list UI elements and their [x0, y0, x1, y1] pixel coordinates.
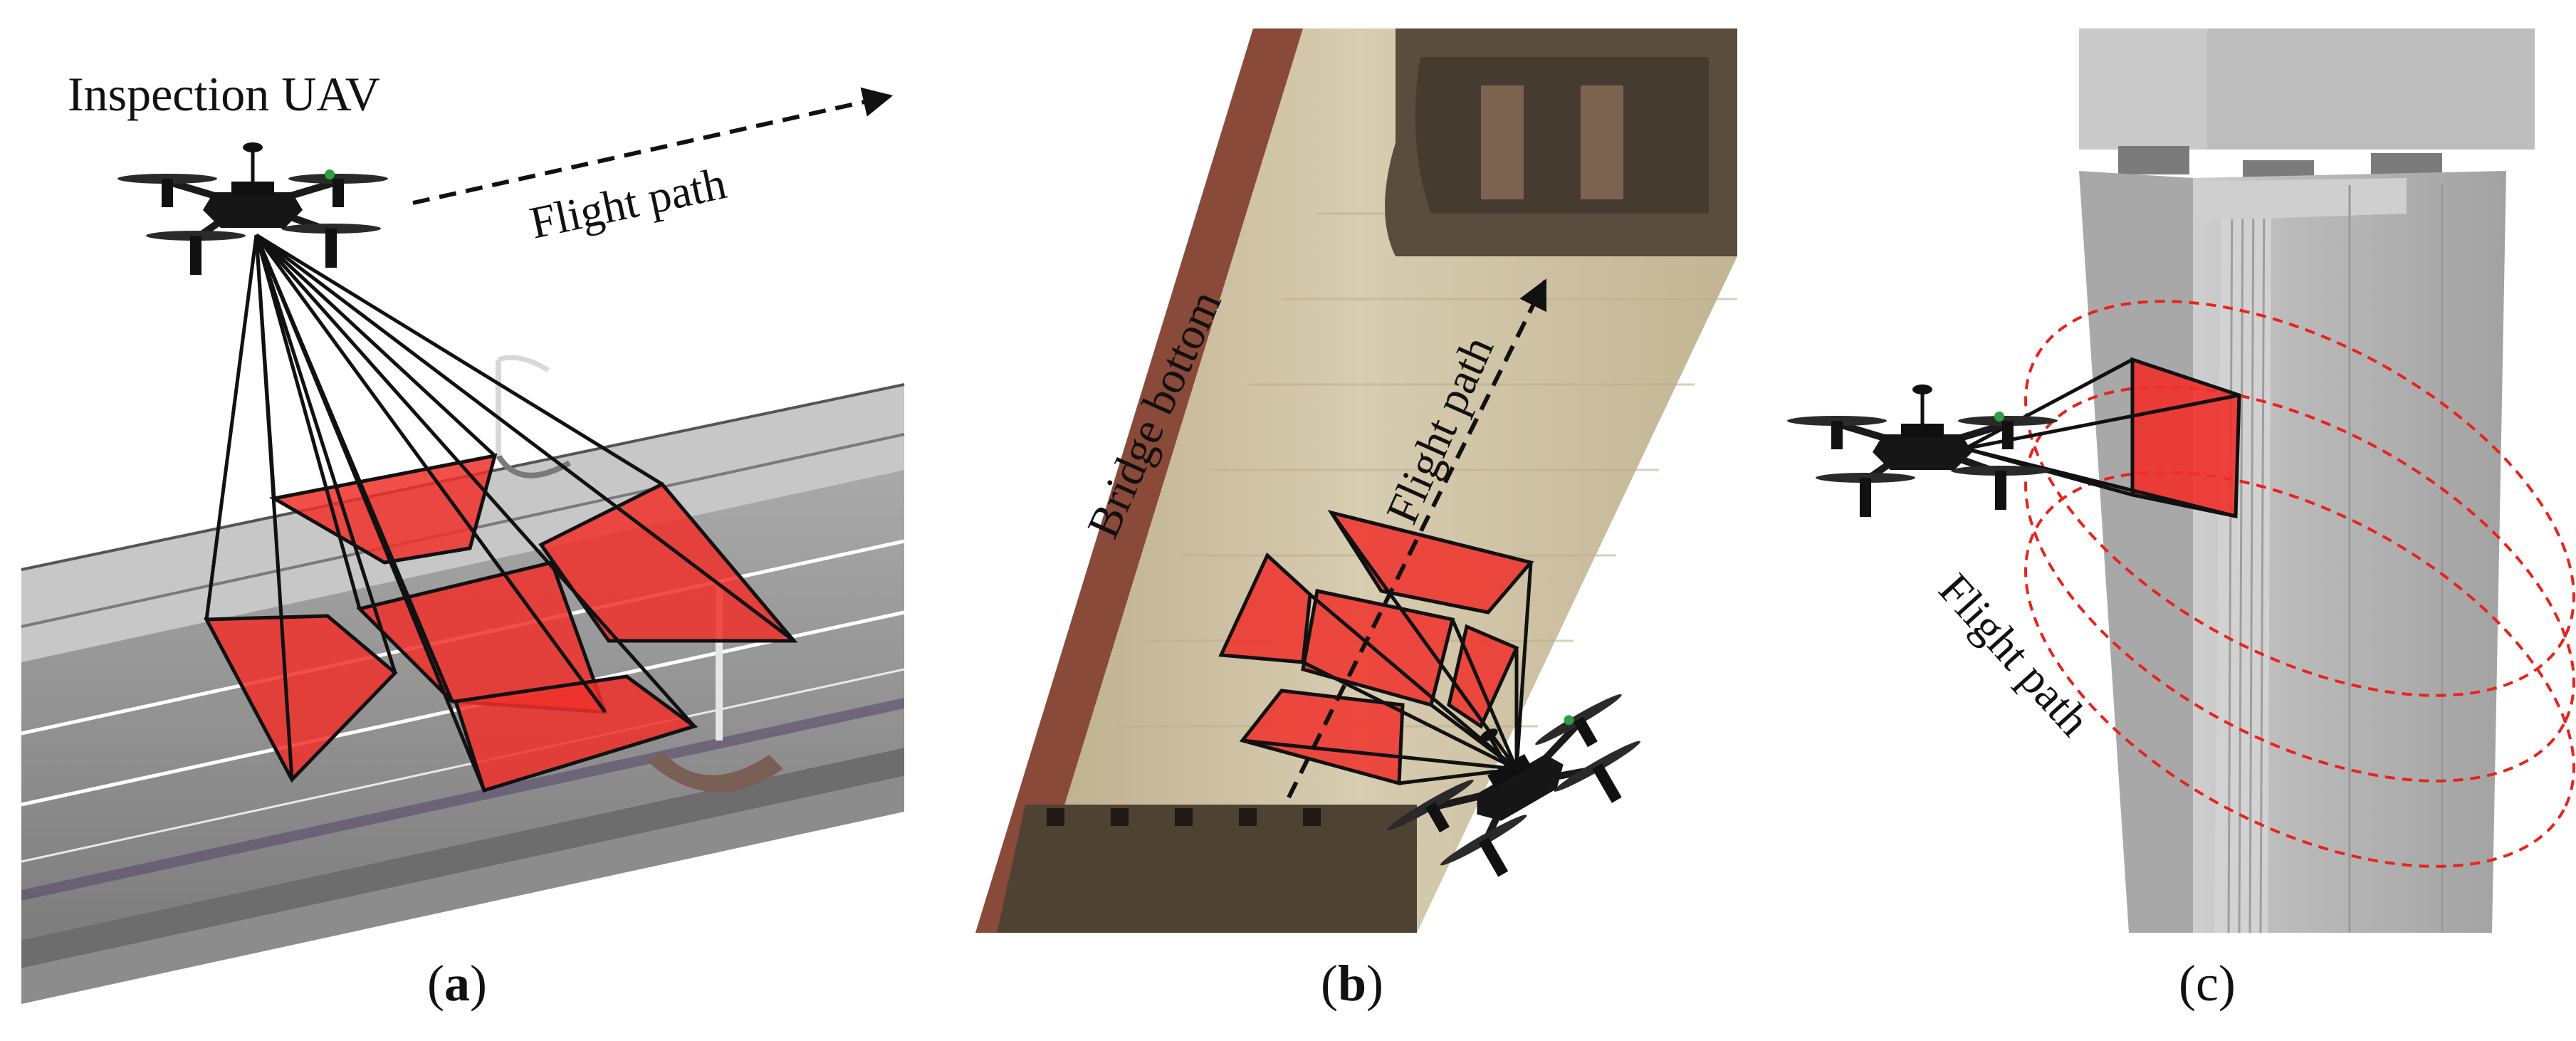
- caption-b-close: ): [1366, 955, 1384, 1012]
- bridge-edge: [975, 28, 1303, 933]
- panel-a: Inspection UAV Flight path: [21, 67, 905, 1004]
- panel-c: Flight path: [1787, 28, 2575, 933]
- panel-b: Bridge bottom Flight path: [975, 28, 1737, 933]
- caption-b: (b): [1321, 954, 1383, 1013]
- pier-cap: [997, 805, 1417, 933]
- flight-path-arrow-a: [412, 87, 894, 205]
- caption-c: (c): [2179, 954, 2236, 1013]
- flight-path-arrow-b: [1287, 278, 1547, 799]
- caption-a: (a): [427, 954, 487, 1013]
- caption-a-close: ): [469, 955, 487, 1012]
- inspection-uav-label: Inspection UAV: [68, 67, 380, 121]
- caption-a-letter: a: [444, 955, 470, 1012]
- caption-b-open: (: [1321, 955, 1338, 1012]
- flight-path-label-c: Flight path: [1930, 564, 2100, 746]
- camera-rays: [204, 233, 795, 791]
- caption-c-text: (c): [2179, 955, 2236, 1012]
- caption-b-letter: b: [1337, 955, 1367, 1012]
- flight-path-orbit: [2024, 300, 2575, 868]
- uav-icon-c: [1787, 385, 2058, 517]
- caption-a-open: (: [427, 955, 444, 1012]
